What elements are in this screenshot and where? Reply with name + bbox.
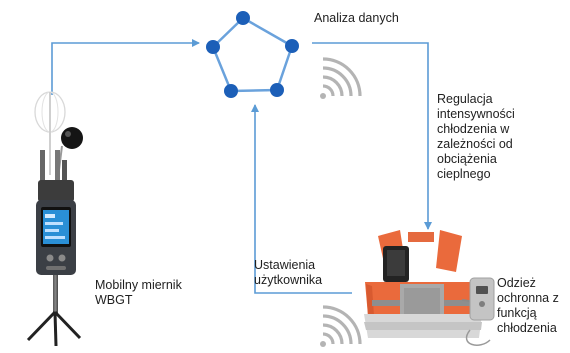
label-line: Odzież	[497, 276, 536, 290]
cooling-vest-image	[364, 230, 495, 346]
network-node	[270, 83, 284, 97]
wireless-signal-icon	[320, 305, 362, 347]
label-line: chłodzenia	[497, 321, 557, 335]
label-line: chłodzenia w	[437, 122, 510, 136]
arrow-meter-to-analysis	[51, 39, 200, 95]
label-line: zależności od	[437, 137, 513, 151]
label-line: ochronna z	[497, 291, 559, 305]
network-node	[206, 40, 220, 54]
label-line: użytkownika	[254, 273, 323, 287]
label-line: obciążenia	[437, 152, 497, 166]
label-line: Ustawienia	[254, 258, 316, 272]
pentagon-network-icon	[206, 11, 299, 98]
wbgt-meter-device	[26, 91, 83, 347]
wireless-signal-icon	[320, 57, 362, 99]
arrow-user-to-analysis	[251, 104, 352, 294]
network-node	[224, 84, 238, 98]
label-line: funkcją	[497, 306, 537, 320]
network-node	[236, 11, 250, 25]
label-data-analysis: Analiza danych	[314, 11, 399, 25]
label-cooling-regulation: Regulacja intensywności chłodzenia w zal…	[437, 92, 547, 182]
label-line: Mobilny miernik	[95, 278, 182, 292]
label-line: cieplnego	[437, 167, 491, 181]
label-line: WBGT	[95, 293, 133, 307]
label-line: Regulacja	[437, 92, 493, 106]
network-node	[285, 39, 299, 53]
label-line: intensywności	[437, 107, 515, 121]
label-user-settings: Ustawienia użytkownika	[254, 258, 354, 288]
arrow-analysis-to-vest	[312, 42, 432, 230]
label-wbgt-meter: Mobilny miernik WBGT	[95, 278, 205, 308]
label-protective-garment: Odzież ochronna z funkcją chłodzenia	[497, 276, 570, 336]
